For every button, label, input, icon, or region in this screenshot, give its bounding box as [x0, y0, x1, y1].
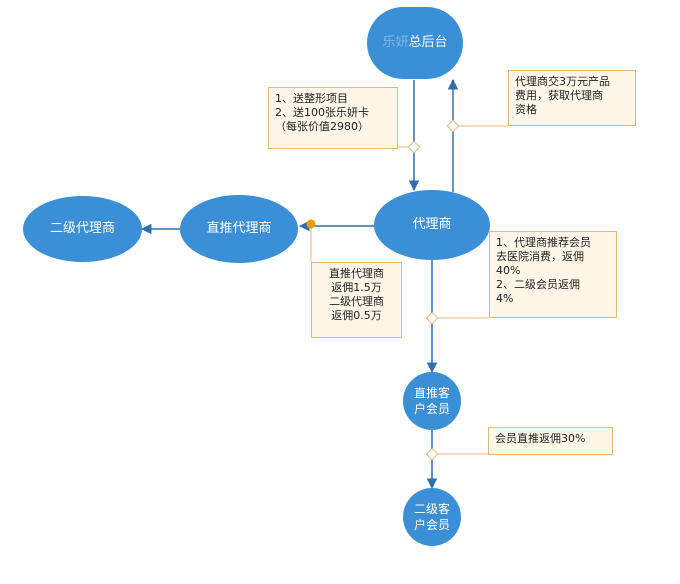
headquarters-faded-prefix: 乐妍 — [382, 35, 409, 50]
headquarters-label: 总后台 — [408, 35, 448, 50]
node-secondary-agent[interactable]: 二级代理商 — [23, 196, 142, 262]
node-direct-agent[interactable]: 直推代理商 — [180, 195, 298, 263]
node-direct-member[interactable]: 直推客 户会员 — [403, 372, 461, 430]
secondary-member-label: 二级客 户会员 — [413, 502, 450, 532]
note-agent-rebate: 直推代理商 返佣1.5万 二级代理商 返佣0.5万 — [311, 262, 402, 338]
node-headquarters[interactable]: 乐妍总后台 — [367, 7, 463, 79]
connector-diamond-fee — [446, 119, 460, 133]
direct-member-label: 直推客 户会员 — [413, 386, 450, 416]
connector-diamond-gift — [407, 140, 421, 154]
connector-dot-agent-rebate — [306, 219, 316, 229]
connector-diamond-hospital — [425, 311, 439, 325]
note-fee: 代理商交3万元产品 费用，获取代理商 资格 — [508, 70, 636, 126]
note-hospital-rebate: 1、代理商推荐会员 去医院消费，返佣 40% 2、二级会员返佣 4% — [489, 231, 617, 318]
node-agent[interactable]: 代理商 — [374, 190, 490, 260]
secondary-agent-label: 二级代理商 — [49, 221, 115, 236]
node-secondary-member[interactable]: 二级客 户会员 — [403, 488, 461, 546]
agent-label: 代理商 — [412, 217, 452, 232]
direct-agent-label: 直推代理商 — [206, 221, 272, 236]
note-gift: 1、送整形项目 2、送100张乐妍卡 （每张价值2980） — [268, 87, 398, 149]
connector-diamond-member — [425, 447, 439, 461]
note-member-rebate: 会员直推返佣30% — [488, 427, 613, 455]
